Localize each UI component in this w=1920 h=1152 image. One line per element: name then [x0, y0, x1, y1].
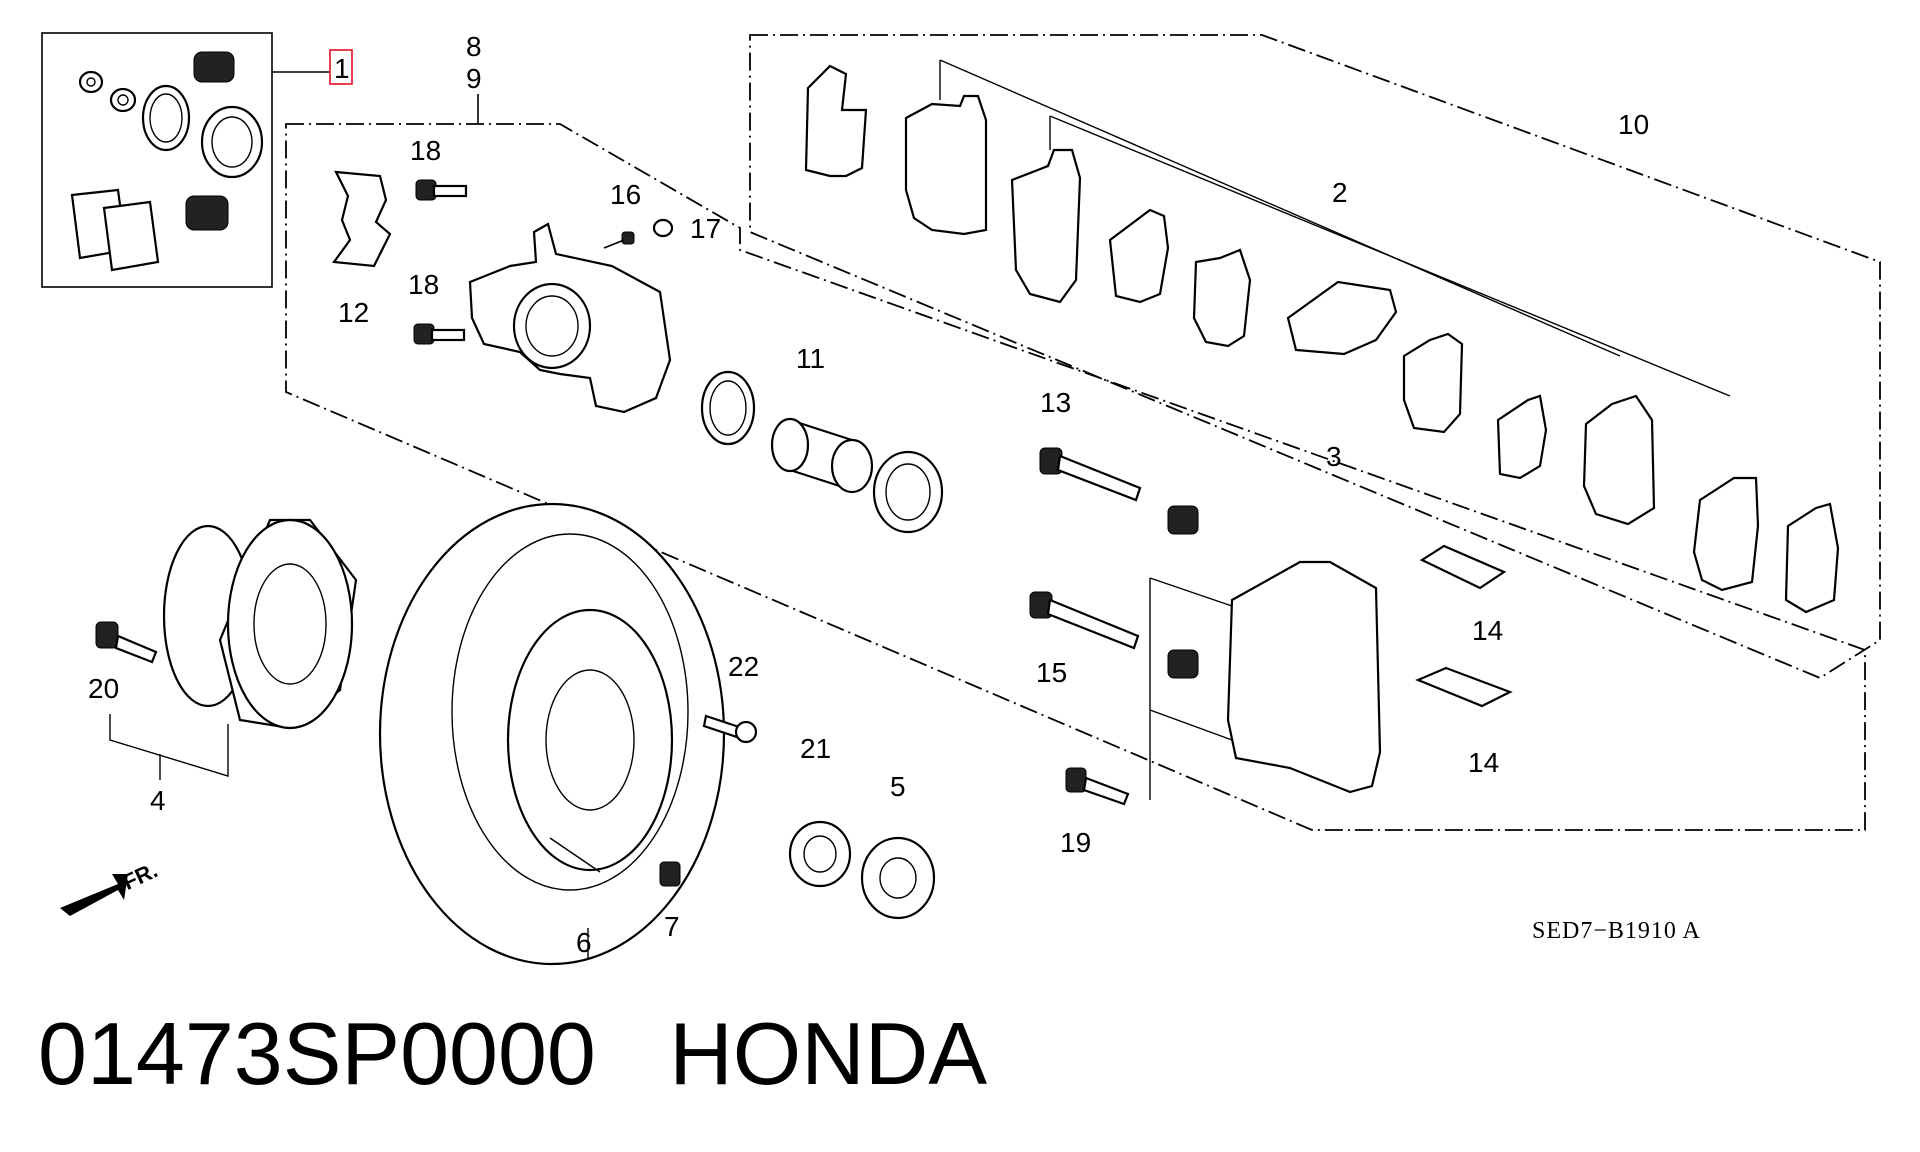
clip-14-upper [1419, 544, 1507, 590]
callout-20: 20 [88, 673, 119, 704]
callout-4: 4 [150, 785, 166, 816]
rotor-group [378, 502, 726, 966]
seal-kit-group [41, 32, 330, 288]
callout-18-lower: 18 [408, 269, 439, 300]
forward-arrow-icon: FR. [60, 857, 161, 916]
drawing-code: SED7−B1910 A [1532, 918, 1701, 944]
hub-group [95, 518, 358, 780]
callout-2: 2 [1332, 177, 1348, 208]
pad-set-group [804, 59, 1840, 614]
callout-7: 7 [664, 911, 680, 942]
caliper-bracket [1226, 560, 1382, 794]
bolt-group-upper [413, 179, 674, 345]
piston-group [700, 370, 944, 534]
pad-set-outline [749, 34, 1881, 680]
clip-14-lower [1415, 666, 1513, 708]
callout-1: 1 [334, 53, 350, 84]
callout-6: 6 [576, 927, 592, 958]
small-parts-group [659, 714, 1130, 920]
callout-13: 13 [1040, 387, 1071, 418]
callout-21: 21 [800, 733, 831, 764]
callout-19: 19 [1060, 827, 1091, 858]
callout-9: 9 [466, 63, 482, 94]
callout-17: 17 [690, 213, 721, 244]
callout-14-upper: 14 [1472, 615, 1503, 646]
caliper-body [468, 222, 672, 414]
callout-5: 5 [890, 771, 906, 802]
highlight-box-part-1 [329, 49, 353, 85]
callout-16: 16 [610, 179, 641, 210]
callout-3: 3 [1326, 441, 1342, 472]
callout-14-lower: 14 [1468, 747, 1499, 778]
callout-15: 15 [1036, 657, 1067, 688]
callout-18-upper: 18 [410, 135, 441, 166]
clip-12 [331, 170, 392, 268]
callout-11: 11 [796, 343, 825, 374]
callout-8: 8 [466, 31, 482, 62]
guide-pin-group [1029, 447, 1199, 679]
part-number-caption: 01473SP0000 HONDA [38, 1004, 988, 1103]
callout-22: 22 [728, 651, 759, 682]
callout-12: 12 [338, 297, 369, 328]
callout-10: 10 [1618, 109, 1649, 140]
